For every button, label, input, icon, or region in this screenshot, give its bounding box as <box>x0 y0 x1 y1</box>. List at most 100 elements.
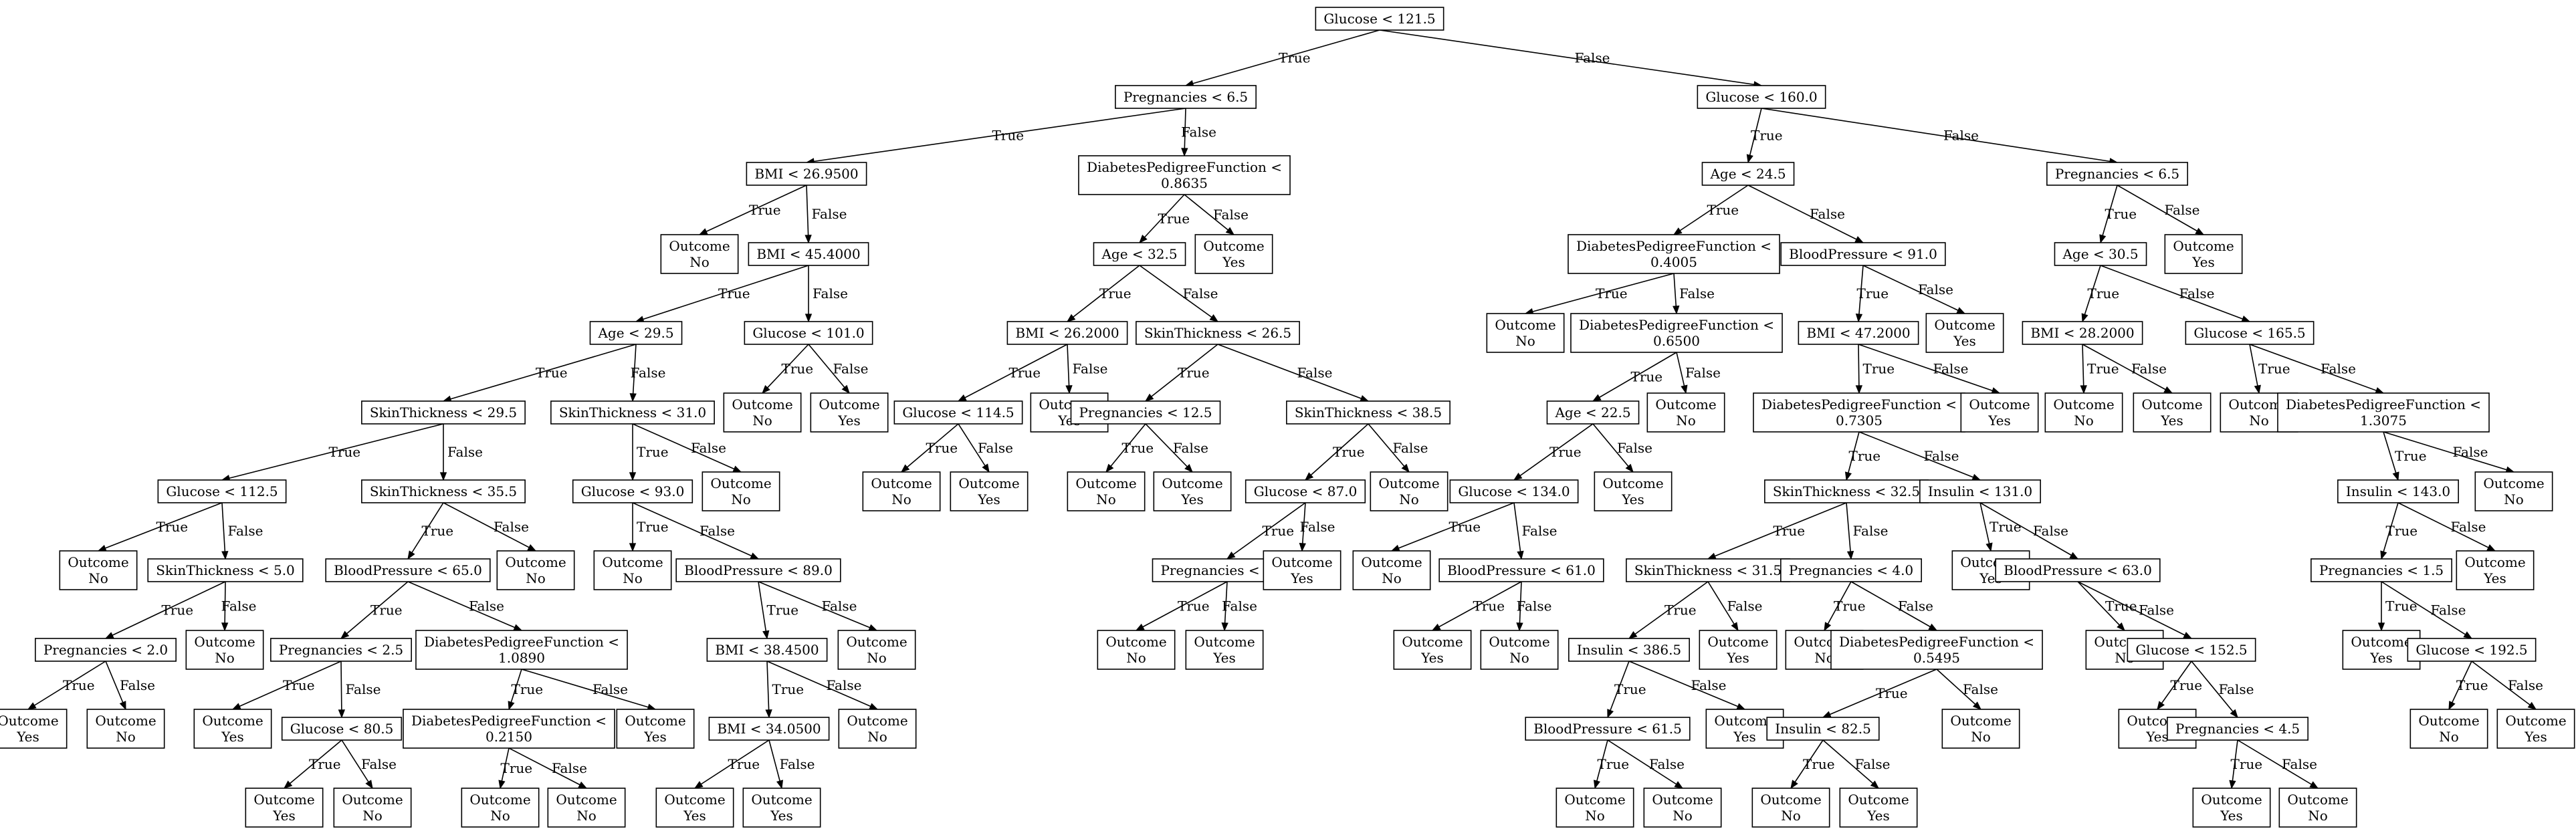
edge-false <box>1707 581 1739 631</box>
node-text: 0.2150 <box>486 729 532 745</box>
node-text: No <box>116 729 136 745</box>
split-node-bmi-34-0500: BMI < 34.0500 <box>708 717 830 741</box>
node-box <box>616 709 695 749</box>
node-text: Yes <box>1953 333 1976 349</box>
arrowhead <box>1593 780 1600 790</box>
arrowhead <box>2527 701 2537 710</box>
edge-false <box>521 669 656 710</box>
edge-label-false: False <box>822 598 857 614</box>
edge-label-false: False <box>1685 365 1721 381</box>
node-text: 0.8635 <box>1161 175 1208 191</box>
arrowhead <box>1184 464 1193 473</box>
edge-true <box>1226 502 1306 560</box>
node-text: Outcome <box>1162 475 1222 491</box>
edge-false <box>1858 431 1981 481</box>
node-text: Age < 24.5 <box>1709 166 1786 182</box>
edge-label-false: False <box>120 677 155 693</box>
node-text: Glucose < 87.0 <box>1254 483 1358 499</box>
arrowhead <box>1985 542 1993 552</box>
edge-true <box>2077 581 2125 631</box>
edge-label-true: True <box>1774 523 1806 539</box>
arrowhead <box>982 463 990 473</box>
node-box <box>723 392 802 433</box>
node-box <box>1568 638 1690 662</box>
split-node-pregnancies-4-0: Pregnancies < 4.0 <box>1780 558 1922 582</box>
edge-false <box>2191 661 2238 718</box>
edge-false <box>808 344 850 394</box>
edge-label-true: True <box>1158 211 1190 227</box>
edge-true <box>1979 502 1992 552</box>
node-text: Outcome <box>2201 792 2262 808</box>
node-text: BloodPressure < 61.5 <box>1533 721 1682 737</box>
node-box <box>157 479 287 503</box>
arrowhead <box>1822 711 1832 718</box>
node-text: No <box>867 650 887 666</box>
node-box <box>2022 321 2143 345</box>
arrowhead <box>1681 384 1688 394</box>
node-text: DiabetesPedigreeFunction < <box>424 634 619 650</box>
edge-true <box>1391 502 1515 552</box>
arrowhead <box>527 544 537 552</box>
node-text: Outcome <box>469 792 530 808</box>
node-box <box>1449 479 1579 503</box>
arrowhead <box>2080 385 2087 394</box>
edge-false <box>340 661 342 718</box>
split-node-glucose-93-0: Glucose < 93.0 <box>572 479 693 503</box>
node-box <box>572 479 693 503</box>
split-node-diabetespedigreefunction-0-6500: DiabetesPedigreeFunction <0.6500 <box>1570 313 1783 353</box>
node-text: No <box>2074 412 2094 429</box>
node-text: Outcome <box>1564 792 1625 808</box>
node-box <box>2185 321 2315 345</box>
edge-label-false: False <box>2453 444 2488 460</box>
arrowhead <box>629 472 637 481</box>
edge-label-true: True <box>782 361 814 377</box>
edge-label-false: False <box>2139 602 2174 618</box>
edge-label-true: True <box>1333 444 1365 460</box>
edge-false <box>443 502 536 552</box>
edge-false <box>632 502 759 560</box>
arrowhead <box>629 393 637 402</box>
arrowhead <box>1846 550 1854 560</box>
arrowhead <box>97 544 107 552</box>
edge-false <box>2397 502 2496 552</box>
node-text: Yes <box>1726 650 1749 666</box>
edge-label-true: True <box>1990 519 2022 535</box>
edge-label-true: True <box>1279 50 1311 66</box>
edge-label-false: False <box>1924 448 1959 464</box>
edge-false <box>1628 661 1745 710</box>
edge-false <box>2471 661 2537 710</box>
node-text: Yes <box>221 729 244 745</box>
node-text: Outcome <box>1203 238 1264 254</box>
edge-label-true: True <box>1707 202 1739 218</box>
edge-true <box>1136 581 1228 631</box>
node-text: No <box>2308 808 2328 824</box>
node-text: Outcome <box>1934 317 1995 333</box>
arrowhead <box>1628 630 1638 639</box>
split-node-glucose-152-5: Glucose < 152.5 <box>2127 638 2256 662</box>
split-node-skinthickness-26-5: SkinThickness < 26.5 <box>1136 321 1300 345</box>
node-text: Yes <box>1420 650 1444 666</box>
split-node-bmi-45-4000: BMI < 45.4000 <box>748 242 869 266</box>
edge-label-false: False <box>1617 440 1652 456</box>
edge-label-true: True <box>536 365 568 381</box>
edge-false <box>758 581 877 631</box>
arrowhead <box>750 552 760 560</box>
node-text: Yes <box>770 808 793 824</box>
node-text: Outcome <box>2464 554 2525 570</box>
edge-label-false: False <box>2282 756 2317 772</box>
node-text: No <box>1515 333 1535 349</box>
arrowhead <box>1607 709 1614 719</box>
split-node-insulin-143-0: Insulin < 143.0 <box>2337 479 2459 503</box>
edge-true <box>1858 344 1860 394</box>
arrowhead <box>1972 701 1981 710</box>
node-box <box>496 550 575 590</box>
edge-label-false: False <box>1943 128 1979 144</box>
arrowhead <box>1736 703 1746 710</box>
